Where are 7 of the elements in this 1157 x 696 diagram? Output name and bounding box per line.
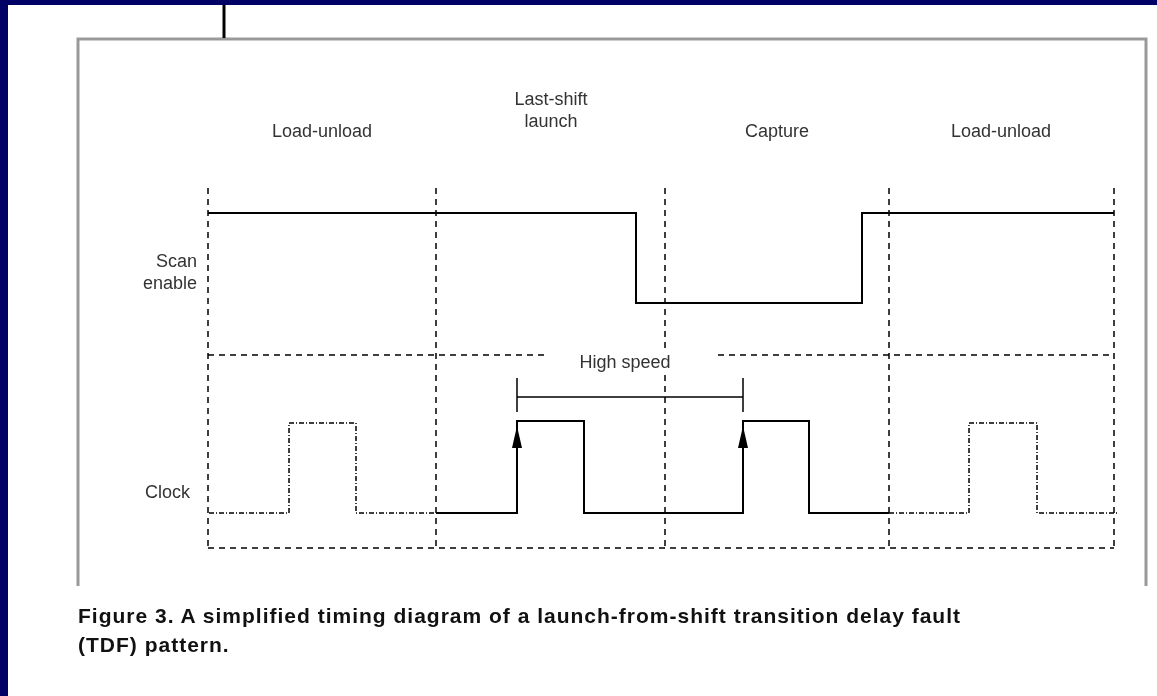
phase-label: Capture <box>743 120 810 142</box>
phase-label: Load-unload <box>949 120 1053 142</box>
signal-label: Scan enable <box>141 250 197 294</box>
signal-label: Clock <box>144 481 190 503</box>
phase-label: Load-unload <box>270 120 374 142</box>
phase-label: Last-shift launch <box>513 88 589 132</box>
figure-caption: Figure 3. A simplified timing diagram of a launch-from-shift transition delay fault (TDF) pattern. <box>78 603 963 658</box>
